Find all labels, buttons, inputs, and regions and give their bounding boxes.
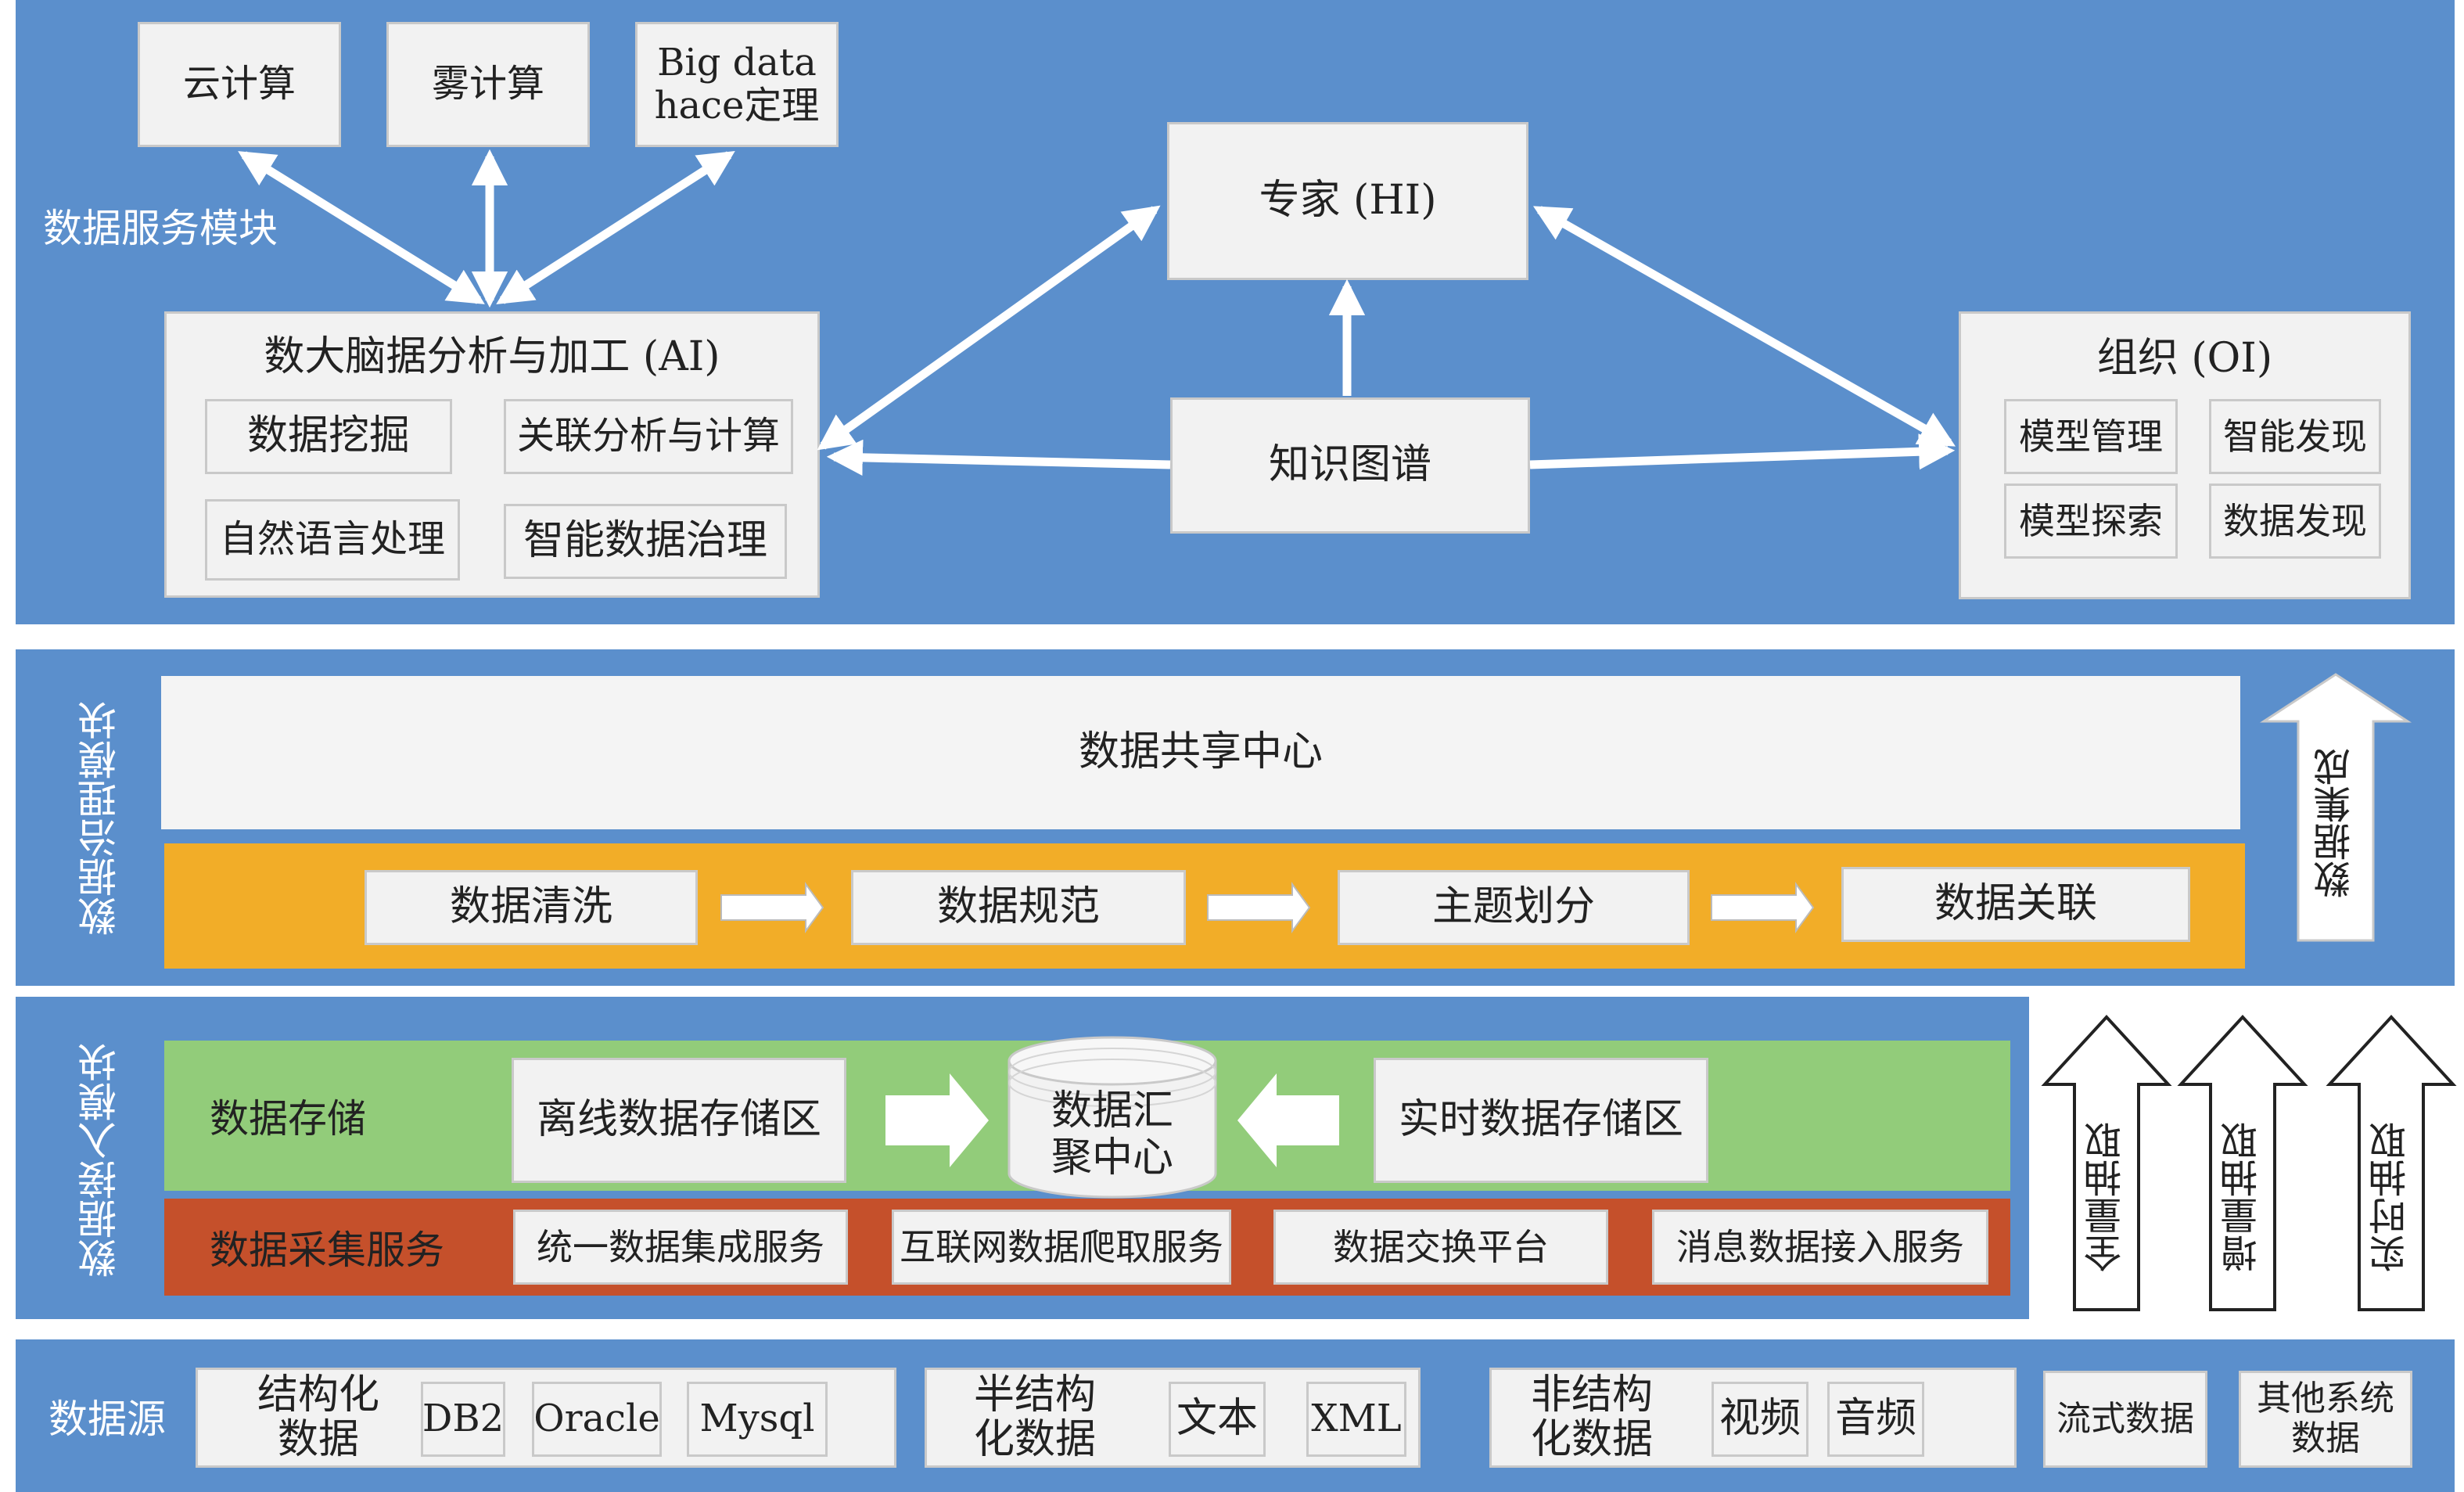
step-topic-division: 主题划分 bbox=[1338, 870, 1690, 945]
ai-item-smart-governance: 智能数据治理 bbox=[504, 504, 787, 579]
other-line1: 其他系统 bbox=[2257, 1379, 2394, 1419]
source-audio: 音频 bbox=[1827, 1382, 1924, 1457]
collect-data-exchange: 数据交换平台 bbox=[1273, 1210, 1608, 1285]
data-integration-arrow bbox=[2259, 673, 2412, 942]
full-extraction-label: 全量抽取 bbox=[2085, 1122, 2128, 1272]
semi-line1: 半结构 bbox=[973, 1371, 1096, 1418]
incremental-extraction-label: 增量抽取 bbox=[2221, 1122, 2265, 1272]
bigdata-hace-box: Big data hace定理 bbox=[635, 22, 839, 147]
collect-web-crawling: 互联网数据爬取服务 bbox=[892, 1210, 1231, 1285]
arrow-expert-org bbox=[1532, 206, 1956, 447]
source-text: 文本 bbox=[1169, 1382, 1266, 1457]
semi-line2: 化数据 bbox=[973, 1416, 1096, 1463]
source-video: 视频 bbox=[1712, 1382, 1808, 1457]
realtime-extraction-arrow bbox=[2326, 1015, 2457, 1311]
realtime-storage-box: 实时数据存储区 bbox=[1374, 1058, 1708, 1183]
collect-unified-integration: 统一数据集成服务 bbox=[513, 1210, 848, 1285]
arrow-step-3 bbox=[1711, 881, 1815, 934]
org-item-model-exploration: 模型探索 bbox=[2004, 484, 2178, 559]
bigdata-line1: Big data bbox=[657, 40, 817, 84]
full-extraction-arrow bbox=[2041, 1015, 2172, 1311]
arrow-realtime-to-hub bbox=[1237, 1073, 1339, 1167]
arrow-ai-cloud bbox=[238, 151, 485, 304]
ai-item-nlp: 自然语言处理 bbox=[205, 499, 460, 581]
arrow-offline-to-hub bbox=[885, 1073, 989, 1167]
source-other-systems: 其他系统 数据 bbox=[2239, 1371, 2412, 1468]
data-hub-label: 数据汇 聚中心 bbox=[1009, 1084, 1216, 1186]
step-data-association: 数据关联 bbox=[1841, 867, 2190, 942]
fog-computing-box: 雾计算 bbox=[386, 22, 590, 147]
incremental-extraction-arrow bbox=[2177, 1015, 2308, 1311]
arrow-ai-bigdata bbox=[496, 151, 735, 304]
data-hub-cylinder bbox=[1008, 1036, 1217, 1199]
hub-line1: 数据汇 bbox=[1051, 1088, 1173, 1135]
source-xml: XML bbox=[1306, 1382, 1406, 1457]
collect-message-access: 消息数据接入服务 bbox=[1652, 1210, 1988, 1285]
expert-hi-box: 专家 (HI) bbox=[1167, 122, 1528, 280]
realtime-extraction-label: 实时抽取 bbox=[2369, 1122, 2413, 1272]
data-integration-label: 数据集成 bbox=[2314, 748, 2358, 898]
step-data-standardization: 数据规范 bbox=[851, 870, 1186, 945]
structured-line1: 结构化 bbox=[257, 1371, 379, 1418]
data-collection-label: 数据采集服务 bbox=[210, 1228, 444, 1273]
structured-line2: 数据 bbox=[277, 1416, 359, 1463]
org-title: 组织 (OI) bbox=[2096, 335, 2273, 382]
step-data-cleaning: 数据清洗 bbox=[365, 870, 698, 945]
unstructured-line2: 化数据 bbox=[1530, 1416, 1653, 1463]
arrow-step-1 bbox=[720, 881, 824, 934]
source-mysql: Mysql bbox=[687, 1382, 828, 1457]
source-db2: DB2 bbox=[421, 1382, 505, 1457]
arrow-kg-ai bbox=[826, 439, 1171, 476]
ai-item-data-mining: 数据挖掘 bbox=[205, 399, 452, 474]
org-item-smart-discovery: 智能发现 bbox=[2209, 399, 2381, 474]
arrow-ai-expert bbox=[817, 205, 1161, 451]
data-storage-label: 数据存储 bbox=[210, 1096, 366, 1141]
source-stream-data: 流式数据 bbox=[2043, 1371, 2207, 1468]
data-share-center-box: 数据共享中心 bbox=[161, 676, 2240, 829]
unstructured-title: 非结构 化数据 bbox=[1502, 1371, 1682, 1465]
org-item-data-discovery: 数据发现 bbox=[2209, 484, 2381, 559]
semi-structured-title: 半结构 化数据 bbox=[945, 1371, 1125, 1465]
cloud-computing-box: 云计算 bbox=[138, 22, 341, 147]
data-source-label: 数据源 bbox=[48, 1396, 166, 1442]
source-oracle: Oracle bbox=[532, 1382, 662, 1457]
ai-item-association-analysis: 关联分析与计算 bbox=[504, 399, 793, 474]
org-item-model-management: 模型管理 bbox=[2004, 399, 2178, 474]
structured-data-title: 结构化 数据 bbox=[235, 1371, 402, 1465]
other-line2: 数据 bbox=[2291, 1418, 2360, 1458]
arrow-kg-org bbox=[1529, 433, 1956, 470]
unstructured-line1: 非结构 bbox=[1530, 1371, 1653, 1418]
offline-storage-box: 离线数据存储区 bbox=[512, 1058, 846, 1183]
arrow-step-2 bbox=[1207, 881, 1311, 934]
ai-title: 数大脑据分析与加工 (AI) bbox=[264, 333, 720, 380]
bigdata-line2: hace定理 bbox=[654, 84, 820, 128]
knowledge-graph-box: 知识图谱 bbox=[1170, 397, 1530, 534]
hub-line2: 聚中心 bbox=[1051, 1134, 1173, 1181]
